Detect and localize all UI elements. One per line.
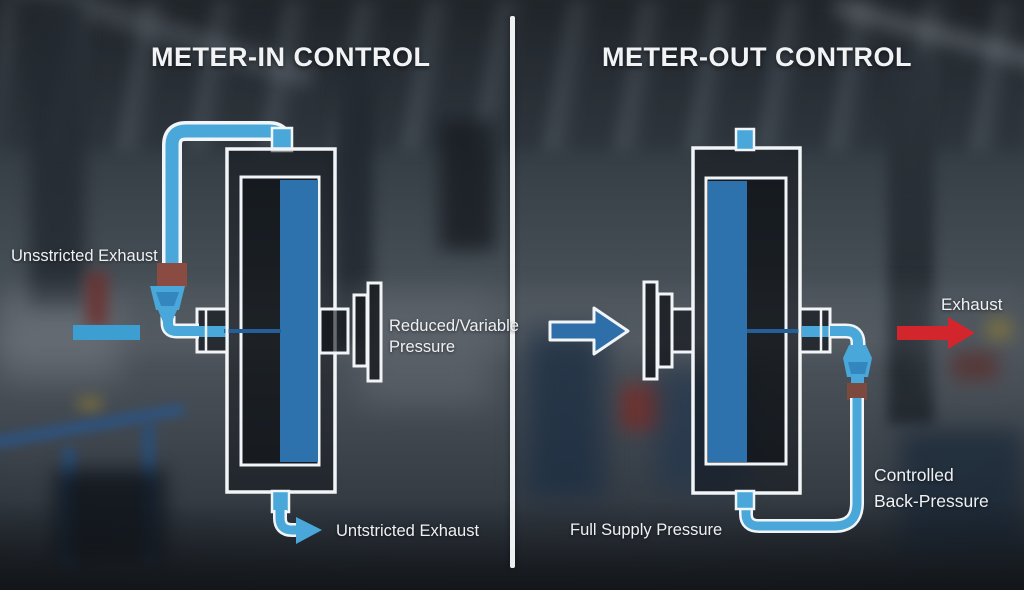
supply-line-bar bbox=[73, 325, 140, 340]
meter-in-diagram bbox=[73, 121, 383, 544]
meter-out-diagram bbox=[548, 127, 975, 533]
back-pressure-pipe bbox=[739, 398, 864, 533]
port-pipe-segment bbox=[802, 326, 832, 337]
flow-control-valve-icon bbox=[150, 263, 199, 339]
exhaust-arrow-red-icon bbox=[897, 317, 975, 349]
flange-plate-outer bbox=[642, 280, 659, 381]
full-supply-pressure-label: Full Supply Pressure bbox=[570, 521, 723, 539]
exhaust-arrow-blue-icon bbox=[273, 510, 322, 544]
controlled-back-pressure-label: Controlled Back-Pressure bbox=[874, 462, 989, 514]
right-port-block bbox=[318, 307, 350, 355]
valve-adjust-knob bbox=[157, 263, 187, 287]
flange-plate-outer bbox=[366, 281, 383, 383]
meter-in-title: METER-IN CONTROL bbox=[151, 42, 431, 72]
piston bbox=[708, 181, 747, 462]
valve-adjust-knob bbox=[847, 383, 867, 400]
controlled-line1: Controlled bbox=[874, 465, 954, 485]
unrestricted-exhaust-top-label: Unsstricted Exhaust bbox=[11, 247, 158, 265]
exhaust-label: Exhaust bbox=[941, 295, 1003, 314]
bottom-port-stub bbox=[270, 489, 291, 514]
reduced-variable-pressure-label: Reduced/Variable Pressure bbox=[389, 316, 519, 358]
flange-plate-inner bbox=[352, 293, 369, 368]
left-port-block bbox=[670, 307, 695, 354]
reduced-variable-line2: Pressure bbox=[389, 338, 456, 356]
port-pipe-segment bbox=[178, 326, 228, 337]
flow-control-valve-icon bbox=[830, 323, 872, 400]
panel-divider bbox=[510, 16, 515, 568]
controlled-line2: Back-Pressure bbox=[874, 491, 989, 511]
bottom-port-stub bbox=[734, 489, 756, 511]
flow-arrow-blue-icon bbox=[548, 306, 630, 356]
top-port-stub bbox=[734, 127, 756, 152]
unrestricted-exhaust-bottom-label: Untstricted Exhaust bbox=[336, 522, 480, 540]
top-port-stub bbox=[270, 126, 294, 153]
meter-out-title: METER-OUT CONTROL bbox=[602, 42, 912, 72]
flange-plate-inner bbox=[656, 292, 674, 369]
reduced-variable-line1: Reduced/Variable bbox=[389, 317, 519, 335]
piston bbox=[280, 180, 318, 462]
